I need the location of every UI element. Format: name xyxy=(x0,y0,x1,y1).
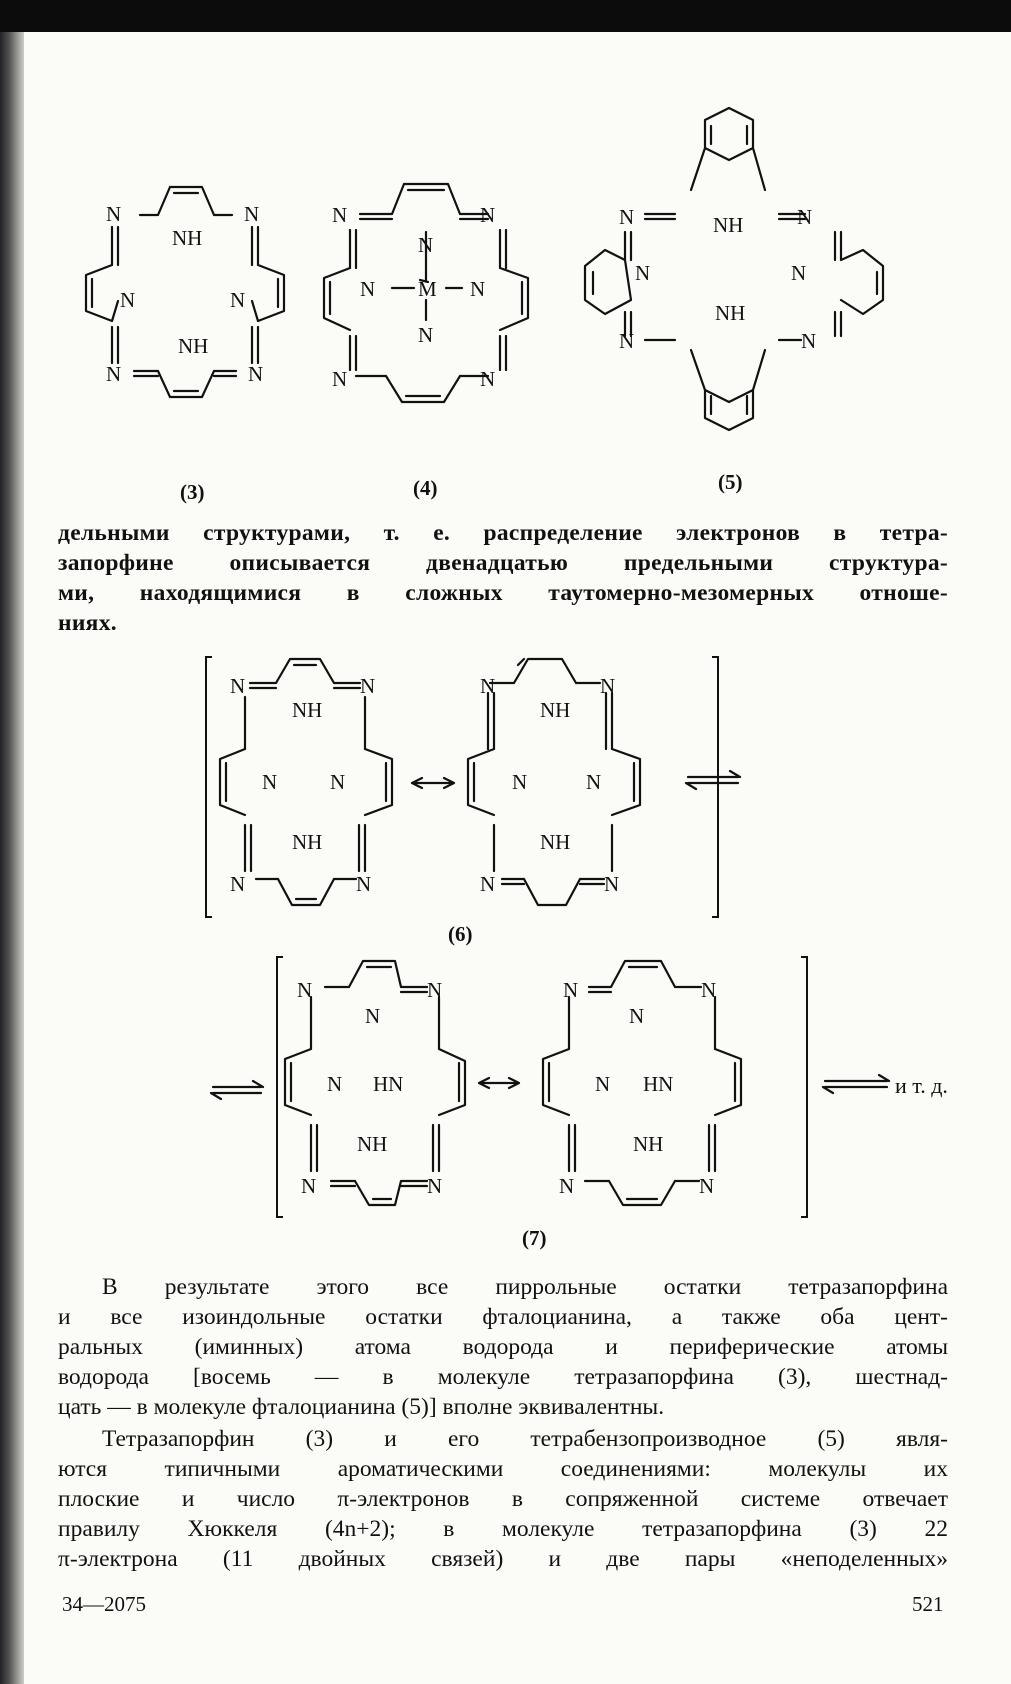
atom-n: N xyxy=(604,872,619,896)
paragraph-3: Тетразапорфин (3) и его тетрабензопроизв… xyxy=(58,1426,948,1572)
compound-label: (7) xyxy=(522,1226,547,1250)
atom-n: N xyxy=(120,288,135,312)
atom-n: N xyxy=(330,770,345,794)
atom-n: N xyxy=(480,367,495,391)
atom-n: N xyxy=(480,203,495,227)
atom-n: N xyxy=(106,202,121,226)
atom-n: N xyxy=(360,674,375,698)
atom-n: N xyxy=(619,205,634,229)
atom-n: N xyxy=(230,288,245,312)
structure-3: N N NH N N NH N N xyxy=(84,185,286,399)
paragraph-1: дельными структурами, т. е. распределени… xyxy=(58,520,948,636)
atom-n: N xyxy=(327,1072,342,1096)
atom-n: N xyxy=(797,205,812,229)
atom-m: M xyxy=(418,277,437,301)
atom-n: N xyxy=(470,277,485,301)
atom-n: N xyxy=(301,1174,316,1198)
atom-hn: HN xyxy=(373,1072,403,1096)
atom-n: N xyxy=(619,329,634,353)
atom-n: N xyxy=(106,362,121,386)
structure-6-resonance: N N NH N N NH N N N N NH N N NH N N xyxy=(205,656,742,918)
atom-n: N xyxy=(512,770,527,794)
compound-label: (4) xyxy=(413,476,438,500)
atom-n: N xyxy=(418,233,433,257)
atom-n: N xyxy=(701,978,716,1002)
continuation-text: и т. д. xyxy=(895,1073,948,1098)
paragraph-2: В результате этого все пиррольные остатк… xyxy=(58,1274,948,1420)
atom-n: N xyxy=(629,1004,644,1028)
atom-n: N xyxy=(332,367,347,391)
atom-nh: NH xyxy=(178,334,208,358)
atom-n: N xyxy=(480,872,495,896)
scan-top-border xyxy=(0,0,1011,32)
atom-n: N xyxy=(801,329,816,353)
atom-nh: NH xyxy=(713,213,743,237)
atom-n: N xyxy=(230,872,245,896)
atom-n: N xyxy=(262,770,277,794)
atom-nh: NH xyxy=(633,1132,663,1156)
atom-n: N xyxy=(635,261,650,285)
atom-n: N xyxy=(230,674,245,698)
atom-nh: NH xyxy=(715,301,745,325)
atom-n: N xyxy=(791,261,806,285)
atom-n: N xyxy=(360,277,375,301)
atom-n: N xyxy=(586,770,601,794)
atom-n: N xyxy=(563,978,578,1002)
atom-n: N xyxy=(356,872,371,896)
footer-signature: 34—2075 xyxy=(62,1592,146,1616)
atom-n: N xyxy=(480,674,495,698)
atom-nh: NH xyxy=(292,698,322,722)
atom-nh: NH xyxy=(357,1132,387,1156)
compound-label: (5) xyxy=(718,470,743,494)
structure-4: N N N N M N N N N xyxy=(322,182,530,404)
atom-nh: NH xyxy=(172,226,202,250)
atom-n: N xyxy=(297,978,312,1002)
atom-n: N xyxy=(248,362,263,386)
atom-n: N xyxy=(600,674,615,698)
atom-n: N xyxy=(427,1174,442,1198)
page-number: 521 xyxy=(912,1592,944,1616)
atom-n: N xyxy=(332,203,347,227)
atom-n: N xyxy=(427,978,442,1002)
atom-nh: NH xyxy=(540,698,570,722)
atom-n: N xyxy=(365,1004,380,1028)
scan-left-edge xyxy=(0,32,24,1684)
atom-nh: NH xyxy=(292,830,322,854)
atom-n: N xyxy=(559,1174,574,1198)
compound-label: (3) xyxy=(180,480,205,504)
atom-n: N xyxy=(699,1174,714,1198)
atom-n: N xyxy=(418,323,433,347)
structure-7-resonance: и т. д. N N N N HN NH N N N N N N HN NH … xyxy=(209,956,948,1218)
atom-n: N xyxy=(244,202,259,226)
atom-n: N xyxy=(595,1072,610,1096)
structure-5: N N NH N N NH N N xyxy=(583,106,885,432)
atom-hn: HN xyxy=(643,1072,673,1096)
atom-nh: NH xyxy=(540,830,570,854)
compound-label: (6) xyxy=(448,922,473,946)
